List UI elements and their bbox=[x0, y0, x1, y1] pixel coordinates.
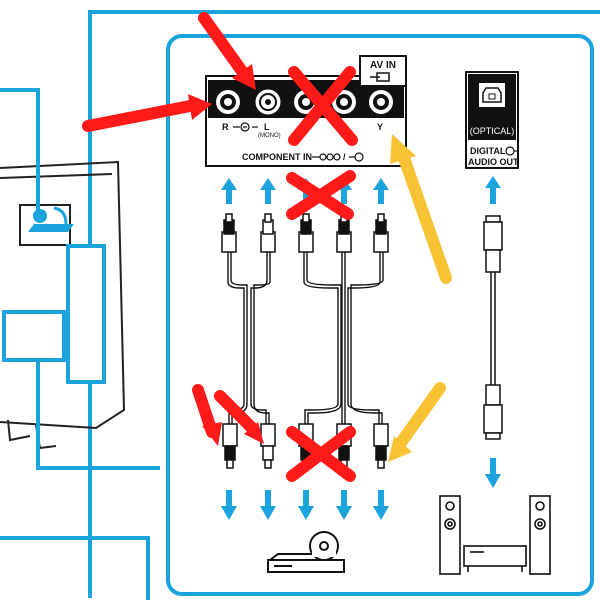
rca-plug-bottom-y bbox=[373, 423, 389, 469]
yellow-arrow-to-plug-y bbox=[388, 382, 446, 462]
jack-l bbox=[254, 88, 282, 116]
home-theater-speakers-icon bbox=[439, 495, 551, 575]
red-x-marks bbox=[286, 66, 358, 482]
tv-jack-detail bbox=[28, 206, 74, 232]
rca-plug-top-pb bbox=[298, 213, 314, 253]
optical-panel bbox=[465, 71, 519, 169]
arrow-down-r bbox=[221, 490, 237, 520]
audio-in-icon bbox=[233, 122, 258, 132]
r-label: R bbox=[222, 122, 229, 132]
digital-out-icon bbox=[505, 146, 518, 156]
arrow-up-r bbox=[221, 178, 237, 204]
red-arrow-to-plug-r bbox=[192, 384, 222, 446]
yellow-arrows bbox=[388, 134, 452, 462]
arrow-down-l bbox=[260, 490, 276, 520]
component-in-label: COMPONENT IN bbox=[242, 152, 312, 162]
tv-detail-callout-lines bbox=[0, 88, 160, 470]
outer-frame bbox=[0, 10, 600, 600]
red-x-jacks bbox=[288, 66, 358, 146]
av-in-label: AV IN bbox=[370, 60, 396, 71]
red-arrow-to-jack-l bbox=[198, 12, 256, 90]
detail-frame bbox=[166, 34, 594, 596]
av-receiver-icon bbox=[463, 545, 527, 572]
arrow-down-y bbox=[373, 490, 389, 520]
red-arrow-to-plug-l bbox=[214, 390, 264, 444]
audio-out-label: AUDIO OUT bbox=[468, 157, 519, 167]
red-x-upper-arrows bbox=[286, 170, 356, 220]
component-in-suffix: / bbox=[343, 152, 346, 162]
red-arrows bbox=[82, 12, 264, 446]
jack-y bbox=[369, 90, 393, 114]
optical-label: (OPTICAL) bbox=[470, 126, 515, 136]
optical-cable bbox=[483, 215, 503, 440]
arrow-up-optical bbox=[485, 176, 501, 204]
arrow-up-l bbox=[260, 178, 276, 204]
av-in-icon bbox=[370, 72, 390, 82]
l-label: L bbox=[264, 122, 270, 132]
rca-cable-bundle bbox=[227, 250, 384, 426]
bluray-player-icon bbox=[267, 531, 345, 573]
rca-plug-bottom-l bbox=[260, 423, 276, 469]
mono-label: (MONO) bbox=[258, 133, 281, 139]
arrow-down-pr bbox=[336, 490, 352, 520]
yellow-arrow-to-jack-y bbox=[390, 134, 452, 284]
arrow-down-pb bbox=[298, 490, 314, 520]
video-in-icon bbox=[349, 152, 364, 162]
rca-plugs-top bbox=[221, 213, 389, 253]
rca-plug-top-l bbox=[260, 213, 276, 253]
speaker-right-icon bbox=[529, 495, 551, 575]
speaker-left-icon bbox=[439, 495, 461, 575]
component-video-icon bbox=[312, 153, 341, 161]
rca-plug-top-y bbox=[373, 213, 389, 253]
arrow-down-optical bbox=[485, 458, 501, 488]
digital-label: DIGITAL bbox=[470, 146, 506, 156]
rca-plug-top-r bbox=[221, 213, 237, 253]
jack-r bbox=[216, 90, 240, 114]
rca-plug-bottom-r bbox=[222, 423, 238, 469]
y-label: Y bbox=[377, 122, 383, 132]
red-x-lower-plugs bbox=[286, 426, 356, 482]
red-arrow-to-jack-r bbox=[82, 94, 212, 132]
arrow-up-y bbox=[373, 178, 389, 204]
